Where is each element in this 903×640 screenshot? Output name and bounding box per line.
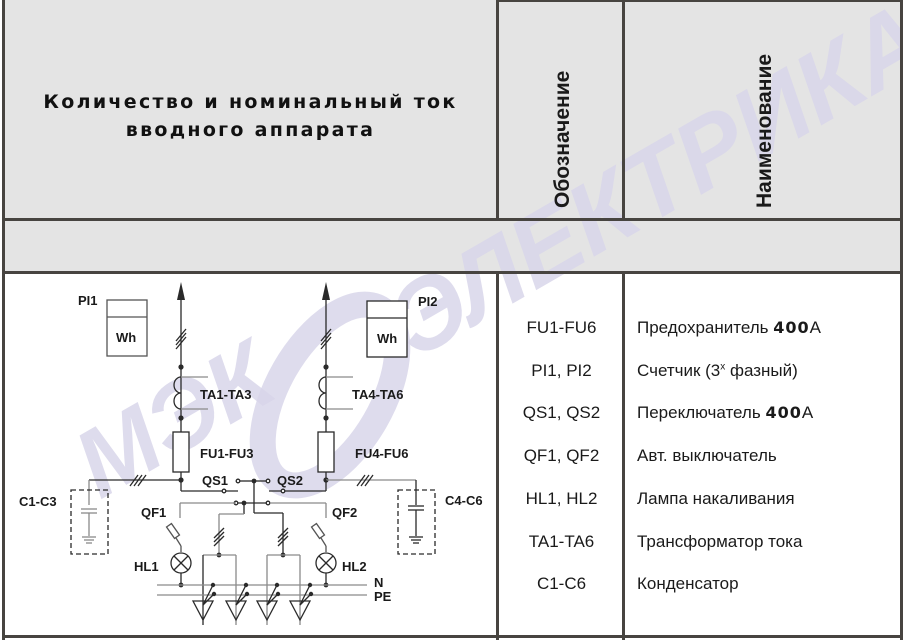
header-bottom-border	[2, 218, 903, 221]
capacitor-box	[397, 489, 436, 555]
label-meter-wh-1: Wh	[116, 330, 136, 345]
label-pi2: PI2	[418, 294, 438, 309]
label-hl1: HL1	[134, 559, 159, 574]
legend-code: TA1-TA6	[528, 532, 595, 551]
label-meter-wh-2: Wh	[377, 331, 397, 346]
lamp-icon	[315, 552, 337, 574]
label-pi1: PI1	[78, 293, 98, 308]
label-fu-right: FU4-FU6	[355, 446, 408, 461]
spacer-row-bg	[4, 220, 901, 272]
column-title-input-device: Количество и номинальный ток вводного ап…	[4, 88, 497, 144]
legend-code: QF1, QF2	[523, 446, 600, 465]
label-ta-right: TA4-TA6	[352, 387, 404, 402]
capacitor-icon	[81, 508, 97, 544]
column-divider-2	[622, 0, 625, 220]
title-line-1: Количество и номинальный ток	[43, 91, 458, 113]
current-transformer-icon	[318, 376, 353, 410]
title-line-2: вводного аппарата	[125, 119, 376, 141]
header-top-border	[496, 0, 903, 2]
label-fu-left: FU1-FU3	[200, 446, 253, 461]
three-phase-mark-icon	[320, 328, 332, 350]
outlet-icon	[191, 582, 217, 622]
legend-code: FU1-FU6	[526, 318, 597, 337]
label-c-left: C1-C3	[19, 494, 57, 509]
feeder-right	[253, 282, 436, 625]
label-ta-left: TA1-TA3	[200, 387, 252, 402]
meter-pi2	[366, 300, 408, 358]
legend-name: Лампа накаливания	[637, 489, 795, 508]
three-phase-mark-icon	[129, 474, 147, 487]
three-phase-mark-icon	[213, 527, 225, 547]
meter-pi1	[106, 299, 148, 357]
label-qf1: QF1	[141, 505, 166, 520]
outlet-icon	[224, 582, 250, 622]
spacer-bottom-border	[2, 271, 903, 274]
breaker-icon	[310, 522, 327, 552]
fuse-icon	[317, 431, 335, 473]
fuse-icon	[172, 431, 190, 473]
label-qf2: QF2	[332, 505, 357, 520]
capacitor-icon	[408, 505, 424, 544]
three-phase-mark-icon	[175, 328, 187, 350]
capacitor-box	[70, 489, 109, 555]
legend-name: Счетчик (3х фазный)	[637, 361, 798, 380]
label-qs2: QS2	[277, 473, 303, 488]
outlet-icon	[255, 582, 281, 622]
table-border-left	[2, 0, 5, 640]
column-divider-1	[496, 0, 499, 220]
three-phase-mark-icon	[277, 527, 289, 547]
column-divider-2-body	[622, 272, 625, 640]
legend-code: QS1, QS2	[522, 403, 601, 422]
outlet-icons	[191, 582, 314, 622]
outlet-icon	[288, 582, 314, 622]
legend-name: Конденсатор	[637, 574, 739, 593]
legend-code: C1-C6	[536, 574, 587, 593]
legend-name: Предохранитель 400А	[637, 318, 821, 337]
breaker-icon	[165, 522, 182, 552]
legend-name: Авт. выключатель	[637, 446, 777, 465]
legend-name: Трансформатор тока	[637, 532, 803, 551]
label-pe: PE	[374, 589, 392, 604]
header-row-bg	[4, 0, 901, 220]
current-transformer-icon	[173, 376, 208, 410]
label-n: N	[374, 575, 383, 590]
column-divider-1-body	[496, 272, 499, 640]
table-bottom-border	[2, 635, 903, 638]
legend-code: PI1, PI2	[531, 361, 592, 380]
legend-name: Переключатель 400А	[637, 403, 814, 422]
three-phase-mark-icon	[356, 474, 374, 487]
table-border-right	[900, 0, 903, 640]
label-hl2: HL2	[342, 559, 367, 574]
feeder-left	[70, 282, 271, 625]
label-qs1: QS1	[202, 473, 228, 488]
arrow-up-icon	[322, 282, 330, 300]
arrow-up-icon	[177, 282, 185, 300]
label-c-right: C4-C6	[445, 493, 483, 508]
lamp-icon	[170, 552, 192, 574]
legend-code: HL1, HL2	[525, 489, 598, 508]
